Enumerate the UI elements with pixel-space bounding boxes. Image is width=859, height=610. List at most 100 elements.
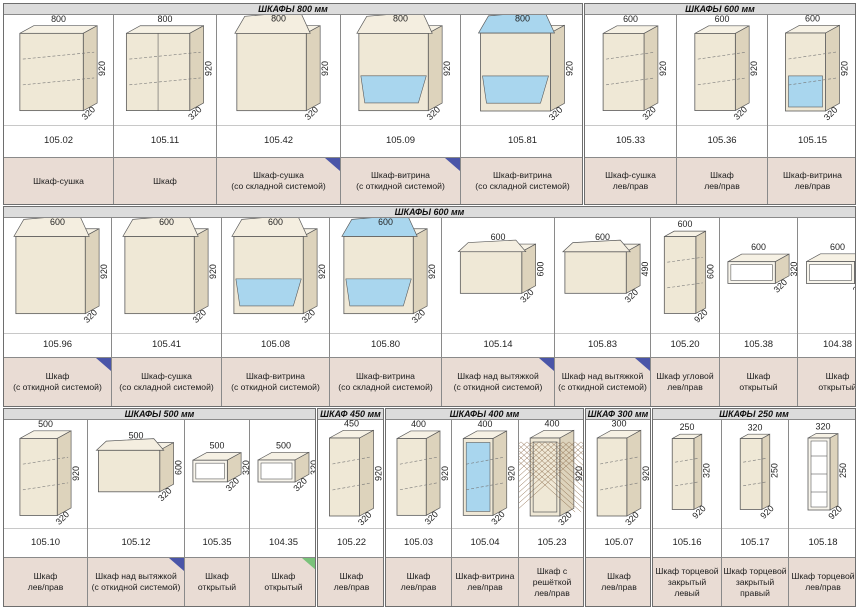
dimension-height-label: 920 [565,61,575,76]
dimension-width-label: 600 [378,218,393,227]
dimension-width-label: 500 [210,441,225,451]
dimension-height-label: 600 [706,264,716,279]
cabinet-drawing [122,218,209,315]
dimension-height-label: 320 [789,262,797,277]
product-code: 105.22 [318,528,383,559]
product-code: 105.15 [768,125,855,159]
dimension-height-label: 920 [204,61,214,76]
dimension-width-label: 320 [815,422,830,432]
dimension-width-label: 500 [129,431,144,441]
product-name: Шкаф (с откидной системой) [4,357,111,406]
cabinet-drawing [806,253,855,285]
cabinet-drawing [671,433,703,511]
product-code: 105.11 [114,125,216,159]
product-name: Шкаф лев/прав [4,557,87,606]
product-code: 105.81 [461,125,582,159]
product-code: 105.33 [585,125,676,159]
product-code: 105.23 [519,528,583,559]
product-name: Шкаф открытый [798,357,855,406]
cabinet-drawing [396,430,441,516]
product-name: Шкаф торцевой лев/прав [789,557,855,606]
dimension-width-label: 800 [393,15,408,24]
dimension-height-label: 920 [440,466,450,481]
product-code: 105.96 [4,333,111,359]
dimension-depth-label: 320 [851,277,856,295]
dimension-width-label: 600 [159,218,174,227]
dimension-height-label: 920 [442,61,452,76]
cabinet-drawing [807,433,839,511]
dimension-width-label: 320 [748,422,763,432]
cabinet-drawing [19,25,98,112]
dimension-height-label: 600 [536,262,546,277]
product-name: Шкаф над вытяжкой (с откидной системой) [88,557,184,606]
product-name: Шкаф лев/прав [586,557,650,606]
cabinet-drawing [602,25,659,112]
dimension-height-label: 920 [208,264,218,279]
product-name: Шкаф торцевой закрытый левый [653,557,721,606]
product-code: 105.38 [720,333,797,359]
dimension-width-label: 400 [478,420,493,429]
product-code: 105.80 [330,333,441,359]
product-code: 104.38 [798,333,855,359]
product-name: Шкаф-витрина (с откидной системой) [341,157,460,204]
dimension-width-label: 600 [268,218,283,227]
product-code: 105.41 [112,333,221,359]
product-name: Шкаф угловой лев/прав [651,357,719,406]
dimension-width-label: 600 [715,15,730,24]
dimension-height-label: 920 [840,61,850,76]
